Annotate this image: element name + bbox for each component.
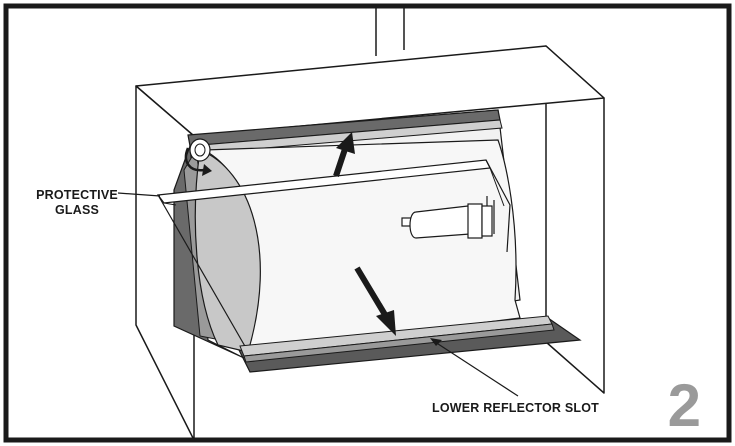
protective-glass-leader [117,192,161,197]
protective-glass-label-line1: PROTECTIVE [36,188,118,202]
rotation-arrow-icon [184,147,205,172]
lamp-bulb [401,196,495,239]
hanging-conduit [375,8,405,56]
step-number: 2 [667,372,701,439]
lower-reflector-slot-leader [430,338,519,397]
protective-glass-label-line2: GLASS [54,203,100,217]
protective-glass-pane [156,159,511,349]
protective-glass-label: PROTECTIVE GLASS [22,188,132,218]
lower-reflector-slot-label: LOWER REFLECTOR SLOT [432,401,599,415]
down-arrow-icon [354,266,396,336]
frame-border [3,3,732,443]
reflector-roll [184,138,212,176]
upper-reflector-rail [187,109,503,155]
up-arrow-icon [333,132,355,177]
